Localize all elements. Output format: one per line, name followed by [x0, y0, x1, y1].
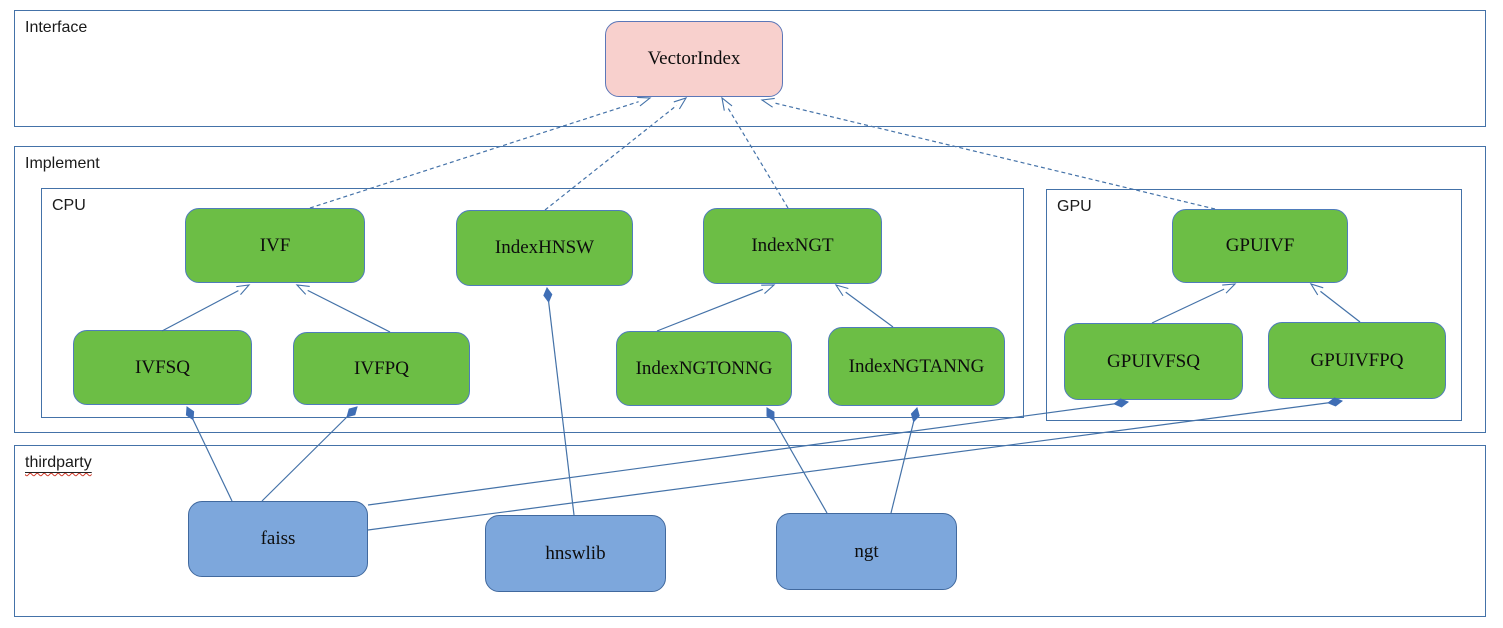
- node-indexngtonng-label: IndexNGTONNG: [635, 357, 773, 379]
- container-implement-label: Implement: [25, 155, 100, 172]
- node-faiss-label: faiss: [260, 528, 296, 549]
- container-cpu-label: CPU: [52, 197, 86, 214]
- node-gpuivfpq[interactable]: GPUIVFPQ: [1268, 322, 1446, 399]
- node-indexngtanng[interactable]: IndexNGTANNG: [828, 327, 1005, 406]
- node-ngt-label: ngt: [854, 540, 879, 562]
- node-indexhnsw[interactable]: IndexHNSW: [456, 210, 633, 286]
- node-ngt[interactable]: ngt: [776, 513, 957, 590]
- container-thirdparty-label: thirdparty: [25, 454, 92, 471]
- node-vectorindex[interactable]: VectorIndex: [605, 21, 783, 97]
- node-gpuivf-label: GPUIVF: [1225, 235, 1295, 256]
- node-ivf[interactable]: IVF: [185, 208, 365, 283]
- node-indexhnsw-label: IndexHNSW: [494, 237, 595, 258]
- node-hnswlib[interactable]: hnswlib: [485, 515, 666, 592]
- node-indexngt[interactable]: IndexNGT: [703, 208, 882, 284]
- node-vectorindex-label: VectorIndex: [647, 48, 741, 69]
- node-indexngtonng[interactable]: IndexNGTONNG: [616, 331, 792, 406]
- container-interface-label: Interface: [25, 19, 88, 36]
- node-indexngtanng-label: IndexNGTANNG: [848, 355, 985, 377]
- node-gpuivfsq-label: GPUIVFSQ: [1107, 350, 1200, 372]
- node-gpuivfsq[interactable]: GPUIVFSQ: [1064, 323, 1243, 400]
- node-ivfsq[interactable]: IVFSQ: [73, 330, 252, 405]
- node-ivfpq-label: IVFPQ: [354, 357, 409, 379]
- node-indexngt-label: IndexNGT: [751, 235, 834, 256]
- node-gpuivfpq-label: GPUIVFPQ: [1310, 349, 1404, 371]
- node-ivfpq[interactable]: IVFPQ: [293, 332, 470, 405]
- node-ivf-label: IVF: [259, 234, 291, 256]
- node-faiss[interactable]: faiss: [188, 501, 368, 577]
- node-gpuivf[interactable]: GPUIVF: [1172, 209, 1348, 283]
- container-gpu-label: GPU: [1057, 198, 1092, 215]
- node-hnswlib-label: hnswlib: [545, 542, 606, 564]
- node-ivfsq-label: IVFSQ: [135, 356, 190, 378]
